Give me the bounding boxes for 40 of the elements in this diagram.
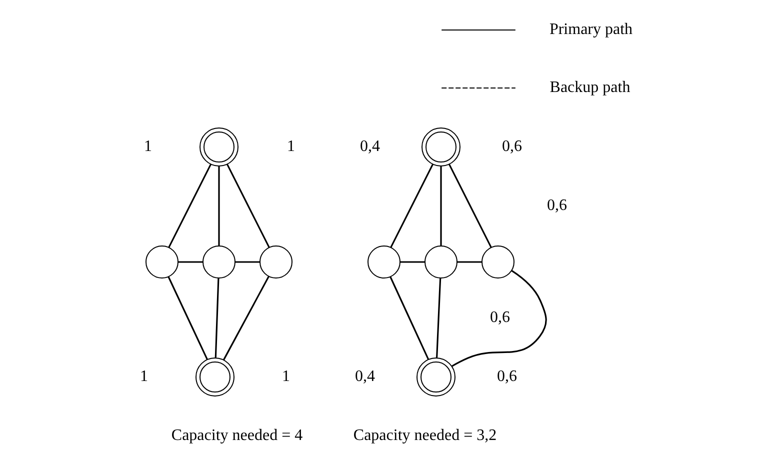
node-circle	[145, 246, 178, 278]
connector	[218, 166, 220, 246]
connector	[168, 164, 212, 248]
label: Capacity needed = 4	[170, 426, 302, 444]
label: 0,4	[360, 138, 380, 155]
connector	[456, 261, 482, 263]
connector	[178, 261, 202, 263]
connector	[390, 164, 434, 248]
connector	[451, 270, 546, 367]
label: 1	[286, 138, 294, 155]
connector	[389, 276, 429, 360]
node-doublecircle	[421, 128, 460, 166]
node-circle	[481, 246, 514, 278]
connector	[400, 261, 424, 263]
label: 1	[140, 368, 148, 385]
node-doublecircle	[199, 128, 238, 166]
connector	[448, 164, 492, 248]
label: 1	[144, 138, 152, 155]
node-doublecircle	[195, 358, 234, 396]
connector	[214, 278, 219, 358]
node-doublecircle	[416, 358, 455, 396]
label: 0,6	[496, 368, 516, 385]
connector	[222, 276, 269, 360]
legend-label: Backup path	[549, 78, 630, 96]
connector	[436, 278, 441, 358]
legend-label: Primary path	[548, 20, 632, 38]
label: Capacity needed = 3,2	[352, 426, 496, 444]
label: 0,6	[546, 196, 566, 214]
node-circle	[367, 246, 400, 278]
label: 0,4	[354, 368, 374, 385]
node-circle	[202, 246, 235, 278]
connector	[226, 164, 270, 248]
connector	[167, 276, 208, 360]
node-circle	[424, 246, 457, 278]
connector	[234, 261, 260, 263]
node-circle	[259, 246, 292, 278]
connector	[440, 166, 442, 246]
label: 0,6	[502, 138, 522, 155]
label: 1	[282, 368, 290, 385]
label: 0,6	[490, 308, 510, 326]
